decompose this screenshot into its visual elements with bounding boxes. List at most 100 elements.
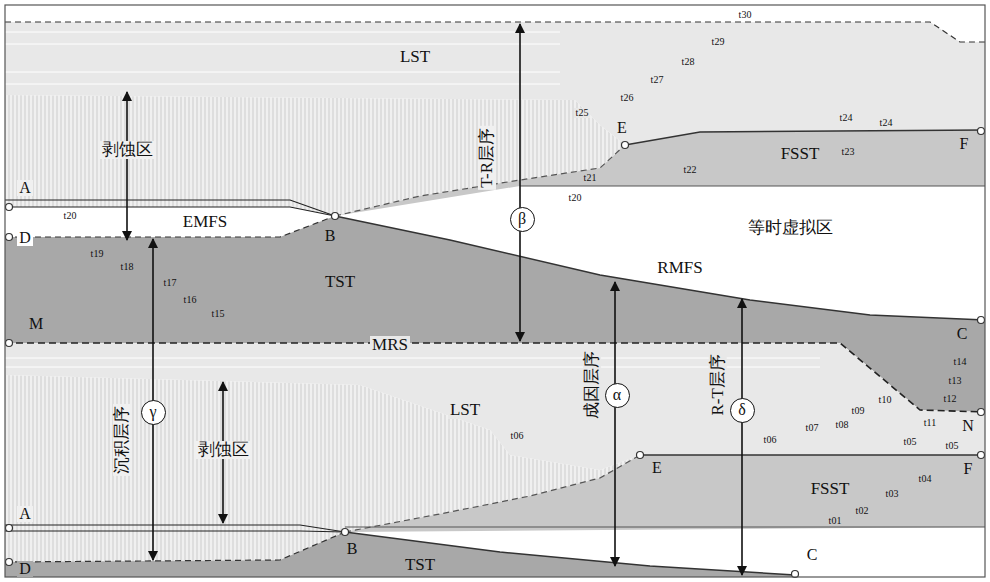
time-label: t20	[62, 211, 79, 222]
time-label: t30	[737, 10, 754, 21]
end-point	[6, 340, 13, 347]
tst-band	[5, 532, 800, 577]
range-arrow	[126, 92, 128, 240]
unit-label: FSST	[809, 480, 852, 498]
zone-label: 剥蚀区	[100, 141, 155, 159]
point-letter: M	[27, 316, 45, 333]
unit-label: RMFS	[655, 259, 704, 277]
time-line	[5, 367, 820, 368]
range-arrow	[741, 299, 743, 575]
greek-letter: β	[518, 211, 526, 227]
end-point	[6, 204, 13, 211]
point-letter: N	[960, 418, 976, 435]
point-letter: A	[17, 180, 33, 197]
end-point-group	[6, 128, 985, 578]
time-label: t20	[567, 193, 584, 204]
zone-label: R-T层序	[709, 352, 727, 417]
end-point	[6, 525, 13, 532]
unit-label: LST	[448, 401, 482, 419]
time-label: t22	[682, 165, 699, 176]
end-point	[978, 128, 985, 135]
unit-label: TST	[403, 556, 437, 574]
fsst-band	[345, 455, 985, 532]
time-label: t14	[952, 357, 969, 368]
point-letter: B	[345, 541, 360, 558]
end-point	[6, 234, 13, 241]
greek-letter: δ	[738, 402, 746, 418]
time-label: t11	[922, 418, 938, 429]
time-label: t27	[649, 75, 666, 86]
fsst-base	[345, 527, 985, 528]
time-label: t04	[917, 474, 934, 485]
zone-label: T-R层序	[478, 126, 496, 190]
zone-label: 沉积层序	[113, 404, 131, 476]
unit-label: TST	[323, 273, 357, 291]
time-label: t07	[804, 423, 821, 434]
greek-circle: δ	[730, 398, 755, 423]
end-point	[978, 317, 985, 324]
point-letter: F	[958, 136, 971, 153]
time-label: t24	[838, 113, 855, 124]
time-label: t06	[762, 435, 779, 446]
time-label: t08	[834, 420, 851, 431]
point-letter: A	[17, 506, 33, 523]
range-arrow	[519, 24, 521, 341]
point-letter: B	[323, 228, 338, 245]
time-label: t29	[710, 37, 727, 48]
time-label: t05	[944, 441, 961, 452]
time-label: t21	[582, 173, 599, 184]
zone-label: 剥蚀区	[196, 441, 251, 459]
time-label: t25	[574, 108, 591, 119]
end-point	[332, 213, 339, 220]
time-label: t16	[182, 295, 199, 306]
time-label: t18	[119, 262, 136, 273]
unit-label: MRS	[370, 336, 410, 354]
a-line	[5, 200, 335, 216]
unit-label: EMFS	[181, 213, 229, 231]
time-label: t01	[827, 516, 844, 527]
a-line	[5, 207, 335, 216]
lst-band	[5, 343, 985, 470]
time-label: t23	[840, 147, 857, 158]
dashed-boundary	[5, 532, 345, 562]
unit-label: FSST	[779, 145, 822, 163]
a-line	[5, 531, 345, 532]
time-label: t13	[947, 376, 964, 387]
greek-letter: γ	[149, 404, 156, 420]
dashed-boundary	[345, 455, 640, 532]
dashed-boundary	[5, 22, 985, 42]
zone-label: 等时虚拟区	[746, 219, 835, 237]
a-line	[5, 525, 345, 532]
time-label: t03	[884, 489, 901, 500]
time-label: t02	[854, 506, 871, 517]
ef-line	[625, 130, 985, 145]
time-label: t10	[877, 395, 894, 406]
end-point	[6, 559, 13, 566]
emfs-zone	[5, 207, 335, 237]
time-line	[5, 358, 820, 359]
end-point	[622, 142, 629, 149]
time-label: t17	[162, 278, 179, 289]
time-label: t28	[680, 57, 697, 68]
zone-label: 成因层序	[583, 349, 601, 421]
point-letter: C	[955, 326, 970, 343]
time-label: t26	[619, 93, 636, 104]
tst-top-line	[345, 532, 795, 575]
time-label: t06	[509, 431, 526, 442]
greek-circle: β	[510, 207, 535, 232]
time-label: t09	[850, 406, 867, 417]
frame	[5, 5, 985, 577]
point-letter: E	[615, 120, 629, 137]
greek-circle: γ	[141, 400, 166, 425]
rmfs-line	[335, 216, 985, 320]
erosion-zone	[5, 95, 625, 237]
dashed-boundary	[5, 216, 335, 237]
end-point	[978, 409, 985, 416]
time-line	[5, 44, 560, 45]
greek-circle: α	[605, 383, 630, 408]
point-letter: C	[805, 547, 820, 564]
time-label: t15	[210, 309, 227, 320]
end-point	[637, 452, 644, 459]
fsst-base	[520, 186, 985, 187]
